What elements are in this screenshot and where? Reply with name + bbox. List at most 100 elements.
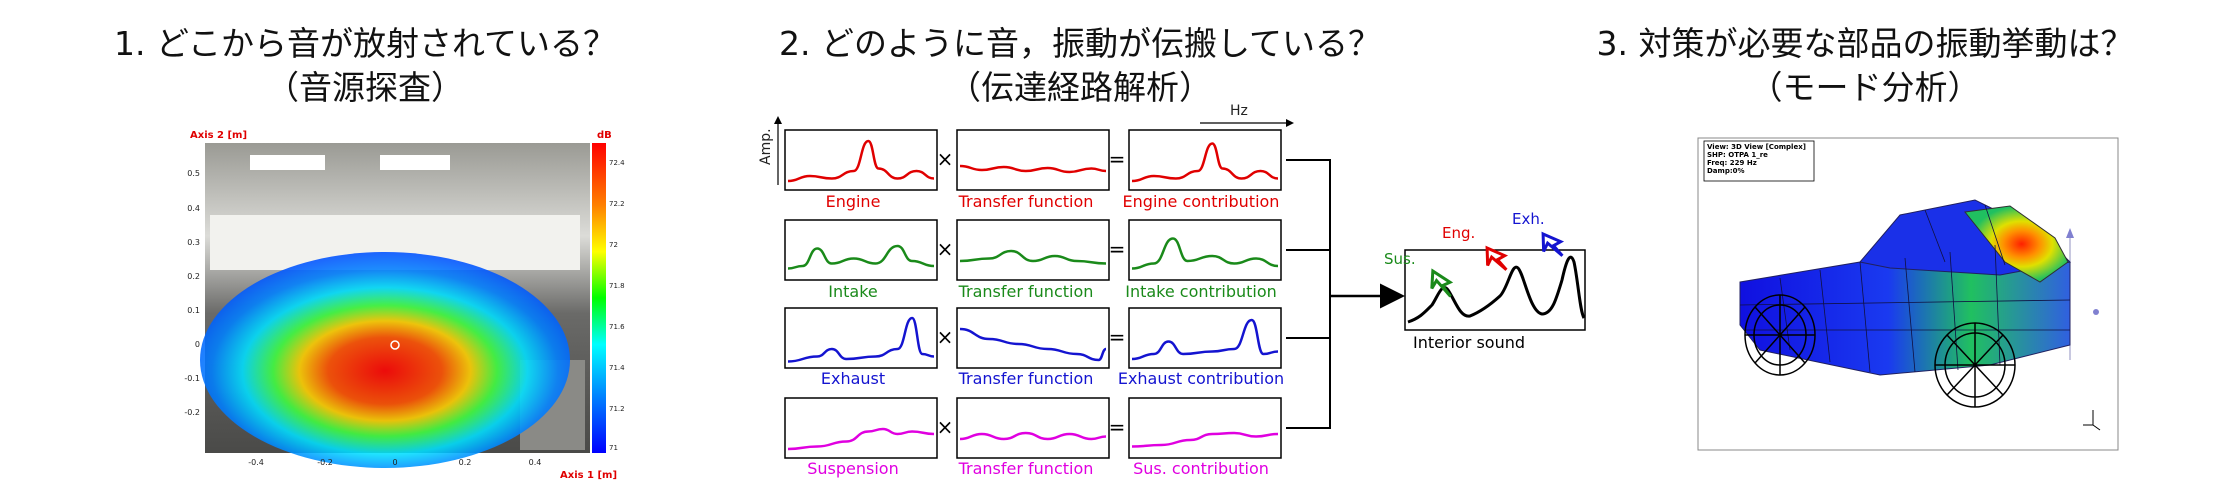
colorbar-tick: 72.4 [609,159,625,167]
x-tick: -0.4 [248,458,264,467]
spectrum-box-transfer [956,219,1110,281]
mode-info-line: Freq: 229 Hz [1707,159,1757,167]
colorbar-ticks: 72.4 72.2 72 71.8 71.6 71.4 71.2 71 [609,159,625,452]
spectrum-curve-transfer [959,249,1107,265]
colorbar [592,143,606,453]
colorbar-tick: 72 [609,241,618,249]
x-tick: 0.2 [459,458,472,467]
colorbar-tick: 71.6 [609,323,625,331]
spectrum-box-transfer [956,129,1110,191]
section-2-subtitle: （伝達経路解析） [948,68,1212,107]
unit-label: dB [597,130,612,141]
front-wheel [1744,294,1816,376]
car-body [1739,199,2072,376]
sound-source-heatmap [200,252,570,468]
contribution-label-intake: Intake contribution [1125,282,1277,301]
y-tick: 0.5 [187,169,200,178]
transfer-label-intake: Transfer function [958,282,1094,301]
times-sign: × [937,325,954,349]
y-tick: 0 [195,340,200,349]
y-ticks: 0.5 0.4 0.3 0.2 0.1 0 -0.1 -0.2 [184,169,200,417]
spectrum-curve-contribution [1131,318,1279,361]
section-1-subtitle: （音源探査） [266,68,464,107]
transfer-label-exhaust: Transfer function [958,369,1094,388]
transfer-label-suspension: Transfer function [958,459,1094,478]
spectrum-box-contribution [1128,129,1282,191]
spectrum-curve-transfer [959,431,1107,441]
car-mesh-lines [1739,204,2071,373]
axis-marker-right [2093,309,2099,315]
peak-arrow-eng [1485,245,1509,271]
tpa-diagram: Amp. Hz Engine Transfer function Engine … [758,103,1586,478]
equals-sign: = [1109,415,1126,439]
equals-sign: = [1109,147,1126,171]
source-label-suspension: Suspension [807,459,898,478]
axis2-label: Axis 2 [m] [190,130,247,141]
y-tick: -0.1 [184,374,200,383]
spectrum-curve-source [787,316,935,363]
y-tick: 0.3 [187,238,200,247]
spectrum-curve-contribution [1131,142,1279,183]
coordinate-triad-icon [2083,410,2101,431]
source-label-exhaust: Exhaust [821,369,885,388]
interior-sound-curve [1407,255,1586,324]
colorbar-tick: 71 [609,444,618,452]
axis1-label: Axis 1 [m] [560,470,617,481]
interior-sound-label: Interior sound [1413,333,1525,352]
colorbar-tick: 71.4 [609,364,625,372]
mode-info-line: SHP: OTPA 1_re [1707,151,1768,159]
colorbar-tick: 71.2 [609,405,625,413]
y-tick: -0.2 [184,408,200,417]
mode-info-line: View: 3D View [Complex] [1707,143,1806,151]
spectrum-curve-source [787,139,935,183]
amp-arrowhead [774,116,782,124]
peak-arrow-exh [1541,231,1565,257]
section-2-heading: 2. どのように音，振動が伝搬している？ （伝達経路解析） [720,22,1440,110]
x-ticks: -0.4 -0.2 0 0.2 0.4 [248,458,541,467]
hz-arrowhead [1286,119,1294,127]
section-1-title: 1. どこから音が放射されている？ [114,24,616,63]
peak-label-sus: Sus. [1384,250,1416,268]
y-tick: 0.4 [187,204,200,213]
amp-label: Amp. [758,128,774,165]
times-sign: × [937,415,954,439]
axis-marker-top [2066,228,2074,238]
spectrum-box-transfer [956,397,1110,459]
spectrum-box-source [784,397,938,459]
spectrum-curve-transfer [959,327,1107,362]
spectrum-box-contribution [1128,397,1282,459]
hz-label: Hz [1230,103,1248,119]
x-tick: 0.4 [529,458,542,467]
section-3-heading: 3. 対策が必要な部品の振動挙動は？ （モード分析） [1520,22,2210,110]
peak-arrow-sus [1430,268,1454,298]
x-tick: -0.2 [317,458,333,467]
summing-connector [1286,159,1331,429]
section-3-title: 3. 対策が必要な部品の振動挙動は？ [1596,24,2134,63]
spectrum-curve-contribution [1131,237,1279,270]
ceiling-light-left [250,155,325,170]
source-label-intake: Intake [828,282,877,301]
spectrum-box-contribution [1128,307,1282,369]
ceiling-light-right [380,155,450,170]
transfer-label-engine: Transfer function [958,192,1094,211]
contribution-label-suspension: Sus. contribution [1133,459,1269,478]
contribution-label-engine: Engine contribution [1123,192,1280,211]
source-label-engine: Engine [826,192,881,211]
peak-label-exh: Exh. [1512,210,1545,228]
y-tick: 0.2 [187,272,200,281]
spectrum-box-source [784,129,938,191]
section-3-subtitle: （モード分析） [1749,68,1981,107]
contribution-label-exhaust: Exhaust contribution [1118,369,1284,388]
mode-view: View: 3D View [Complex] SHP: OTPA 1_re F… [1697,137,2119,451]
acoustic-map: Axis 2 [m] dB Axis 1 [m] 0.5 0.4 0.3 0.2… [184,130,625,481]
spectrum-box-source [784,219,938,281]
equals-sign: = [1109,325,1126,349]
spectrum-curve-transfer [959,164,1107,174]
spectrum-curve-contribution [1131,431,1279,448]
times-sign: × [937,237,954,261]
row-labels: Engine Transfer function Engine contribu… [807,192,1284,478]
spectrum-box-contribution [1128,219,1282,281]
operators: × = × = × = × = [937,147,1126,439]
mode-info-box [1703,140,1815,182]
